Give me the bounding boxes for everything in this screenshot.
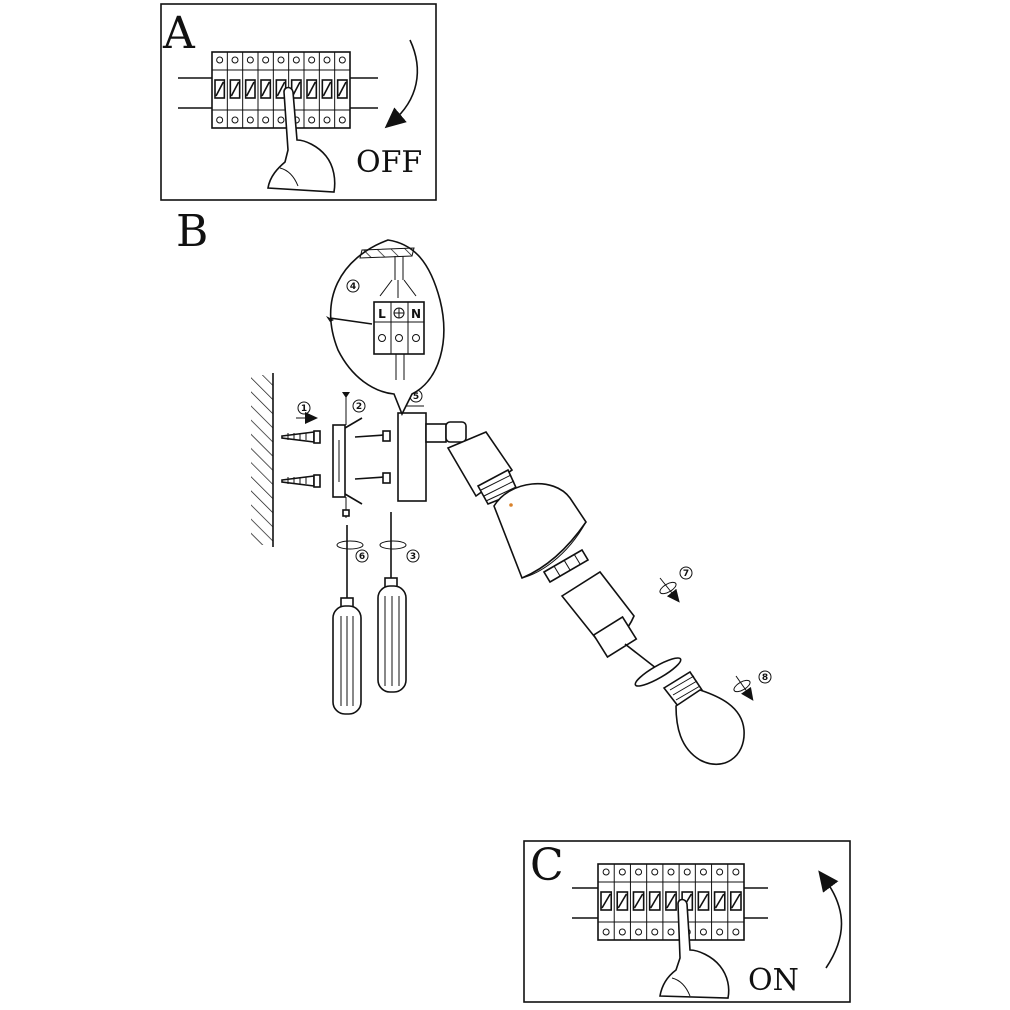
breaker-module bbox=[646, 864, 661, 940]
hand bbox=[659, 898, 730, 999]
panel-c-label: C bbox=[530, 840, 564, 891]
screwdriver-tip-icon bbox=[326, 316, 373, 325]
off-label: OFF bbox=[356, 145, 422, 180]
panel-b-label: B bbox=[176, 206, 208, 257]
breaker-module bbox=[334, 52, 348, 128]
svg-text:7: 7 bbox=[683, 569, 689, 579]
panel-b: B 1 bbox=[176, 206, 772, 766]
lamp-socket bbox=[560, 570, 638, 659]
panel-a-frame bbox=[160, 3, 437, 201]
breaker-module bbox=[211, 52, 226, 128]
shade-ring bbox=[542, 548, 590, 584]
svg-text:1: 1 bbox=[301, 404, 307, 414]
breaker-module bbox=[662, 864, 677, 940]
lamp-base bbox=[397, 412, 447, 502]
wall-plugs bbox=[281, 430, 321, 488]
breaker-module bbox=[242, 52, 256, 128]
breaker-module bbox=[226, 52, 241, 128]
breaker-module bbox=[694, 864, 710, 940]
panel-a: A OFF bbox=[160, 3, 437, 201]
on-rotation-arrow bbox=[818, 870, 843, 969]
terminal-l-label: L bbox=[378, 307, 386, 321]
step-8-marker: 8 bbox=[733, 670, 772, 701]
breaker-module bbox=[613, 864, 629, 940]
breaker-strip bbox=[572, 863, 768, 941]
terminal-n-label: N bbox=[411, 307, 421, 321]
breaker-module bbox=[727, 864, 742, 940]
svg-text:4: 4 bbox=[350, 282, 356, 292]
wall bbox=[251, 373, 274, 547]
panel-c: C ON bbox=[523, 840, 851, 1003]
breaker-module bbox=[272, 52, 287, 128]
step-3-marker: 3 bbox=[379, 540, 420, 563]
mounting-bracket bbox=[332, 392, 363, 518]
ground-symbol-icon bbox=[393, 307, 405, 319]
breaker-module bbox=[597, 864, 613, 940]
breaker-module bbox=[711, 864, 726, 940]
breaker-strip bbox=[178, 51, 378, 129]
hand bbox=[267, 86, 336, 193]
step-1-marker: 1 bbox=[296, 401, 318, 424]
socket-pin bbox=[624, 643, 682, 687]
step-2-marker: 2 bbox=[352, 399, 366, 413]
breaker-module bbox=[318, 52, 333, 128]
on-label: ON bbox=[748, 963, 799, 998]
light-bulb bbox=[662, 670, 745, 766]
svg-text:5: 5 bbox=[413, 392, 419, 402]
panel-a-label: A bbox=[162, 8, 196, 59]
step-6-marker: 6 bbox=[336, 540, 369, 563]
swivel-joint bbox=[445, 421, 467, 443]
lamp-assembly: 7 8 bbox=[445, 421, 772, 766]
breaker-module bbox=[257, 52, 272, 128]
breaker-module bbox=[629, 864, 645, 940]
off-rotation-arrow bbox=[384, 39, 418, 129]
svg-text:6: 6 bbox=[359, 552, 365, 562]
wiring-detail-bubble: L N 4 bbox=[326, 239, 445, 416]
lamp-shade bbox=[493, 482, 587, 580]
panel-c-frame bbox=[523, 840, 851, 1003]
step-4-marker: 4 bbox=[346, 279, 360, 293]
screwdriver-left bbox=[332, 525, 362, 715]
svg-text:8: 8 bbox=[762, 673, 768, 683]
screwdriver-right bbox=[377, 512, 407, 693]
svg-text:3: 3 bbox=[410, 552, 416, 562]
breaker-module bbox=[303, 52, 318, 128]
svg-text:2: 2 bbox=[356, 402, 362, 412]
fixing-screws bbox=[354, 430, 391, 484]
step-7-marker: 7 bbox=[659, 566, 693, 603]
